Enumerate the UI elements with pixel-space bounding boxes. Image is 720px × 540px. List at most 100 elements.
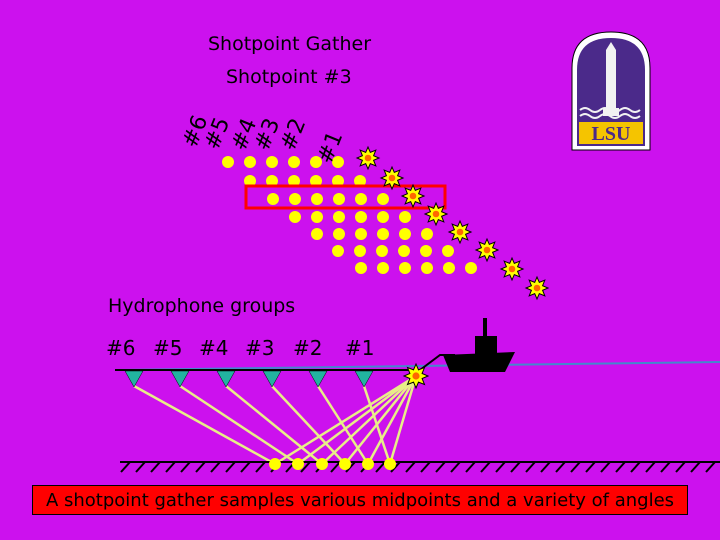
ray-paths xyxy=(133,374,418,466)
ray-up xyxy=(362,385,392,465)
seafloor-hatch xyxy=(180,461,191,473)
gather-dot xyxy=(310,175,322,187)
lsu-logo: LSU xyxy=(571,31,651,151)
seafloor-hatch xyxy=(390,461,401,473)
gather-dot xyxy=(421,228,433,240)
seafloor-hatch xyxy=(495,461,506,473)
slide-title: Shotpoint Gather xyxy=(208,33,372,55)
group-label-1: #1 xyxy=(345,336,375,360)
gather-dot xyxy=(244,156,256,168)
gather-dot xyxy=(354,175,366,187)
gather-dot xyxy=(377,193,389,205)
seafloor-hatch xyxy=(120,461,131,473)
gather-dot xyxy=(332,245,344,257)
seafloor-hatch xyxy=(345,461,356,473)
seafloor-hatch xyxy=(405,461,416,473)
seafloor-hatch xyxy=(450,461,461,473)
gather-dot xyxy=(289,211,301,223)
reflection-dot xyxy=(362,458,374,470)
hydrophone-triangle-icon xyxy=(124,370,144,388)
source-burst-icon xyxy=(402,362,430,390)
gather-dot xyxy=(354,245,366,257)
reflection-dot xyxy=(384,458,396,470)
gather-dot xyxy=(332,175,344,187)
seafloor-hatch xyxy=(690,461,701,473)
highlight-box xyxy=(244,184,447,210)
gather-dot xyxy=(355,262,367,274)
gather-dot xyxy=(332,156,344,168)
shot-burst-icon xyxy=(400,183,426,209)
gather-dot xyxy=(377,211,389,223)
group-label-3: #3 xyxy=(245,336,275,360)
shot-burst-icon xyxy=(379,165,405,191)
shot-burst-icon xyxy=(499,256,525,282)
lsu-logo-text: LSU xyxy=(592,123,631,145)
seafloor-hatch xyxy=(330,461,341,473)
seafloor-hatch xyxy=(135,461,146,473)
gather-dot xyxy=(288,156,300,168)
seafloor-hatch xyxy=(585,461,596,473)
hydrophone-triangle-icon xyxy=(354,370,374,388)
shot-burst-diagonal xyxy=(355,145,550,301)
gather-dot xyxy=(376,245,388,257)
sea-surface-line xyxy=(114,361,720,371)
shot-burst-icon xyxy=(423,201,449,227)
seafloor-hatch xyxy=(225,461,236,473)
gather-dot xyxy=(333,193,345,205)
seafloor-hatch xyxy=(705,461,716,473)
gather-dot xyxy=(289,193,301,205)
gather-dot xyxy=(266,156,278,168)
seafloor-hatch xyxy=(375,461,386,473)
group-label-4: #4 xyxy=(199,336,229,360)
ray-down xyxy=(366,375,418,465)
seafloor-hatch xyxy=(660,461,671,473)
slide-subtitle: Shotpoint #3 xyxy=(226,66,352,88)
seafloor-line xyxy=(120,461,720,473)
hydrophone-triangle-icon xyxy=(170,370,190,388)
seafloor-hatch xyxy=(165,461,176,473)
gather-dot xyxy=(311,211,323,223)
ray-down xyxy=(388,375,418,465)
seafloor-hatch xyxy=(540,461,551,473)
ray-down xyxy=(297,374,417,466)
seafloor-hatch xyxy=(645,461,656,473)
seafloor-hatch xyxy=(420,461,431,473)
gather-dot xyxy=(398,245,410,257)
hydrophone-triangle-icon xyxy=(308,370,328,388)
seafloor-hatch xyxy=(675,461,686,473)
gather-dot xyxy=(222,156,234,168)
ray-down xyxy=(274,374,417,466)
reflection-dot xyxy=(292,458,304,470)
shot-burst-icon xyxy=(355,145,381,171)
seafloor-hatch xyxy=(630,461,641,473)
gather-dot xyxy=(266,175,278,187)
gather-dot xyxy=(377,228,389,240)
gather-dot xyxy=(442,245,454,257)
gather-dot xyxy=(377,262,389,274)
seafloor-hatch xyxy=(195,461,206,473)
hydrophone-groups-heading: Hydrophone groups xyxy=(108,295,296,317)
seafloor-hatch xyxy=(480,461,491,473)
gather-dot-grid xyxy=(222,156,477,274)
reflection-dot xyxy=(316,458,328,470)
gather-dot xyxy=(399,211,411,223)
ray-down xyxy=(321,375,417,465)
gather-dot xyxy=(311,193,323,205)
seafloor-hatch xyxy=(255,461,266,473)
reflection-points xyxy=(269,458,396,470)
seafloor-hatch xyxy=(555,461,566,473)
gather-dot xyxy=(355,193,367,205)
gather-dot xyxy=(355,211,367,223)
gather-dot xyxy=(465,262,477,274)
gather-dot xyxy=(333,228,345,240)
gather-dot xyxy=(399,262,411,274)
gather-dot xyxy=(420,245,432,257)
hydrophone-markers xyxy=(124,370,374,388)
gather-dot xyxy=(288,175,300,187)
gather-dot xyxy=(399,228,411,240)
seafloor-hatch xyxy=(525,461,536,473)
caption-box: A shotpoint gather samples various midpo… xyxy=(32,485,688,515)
source-burst xyxy=(402,362,430,390)
